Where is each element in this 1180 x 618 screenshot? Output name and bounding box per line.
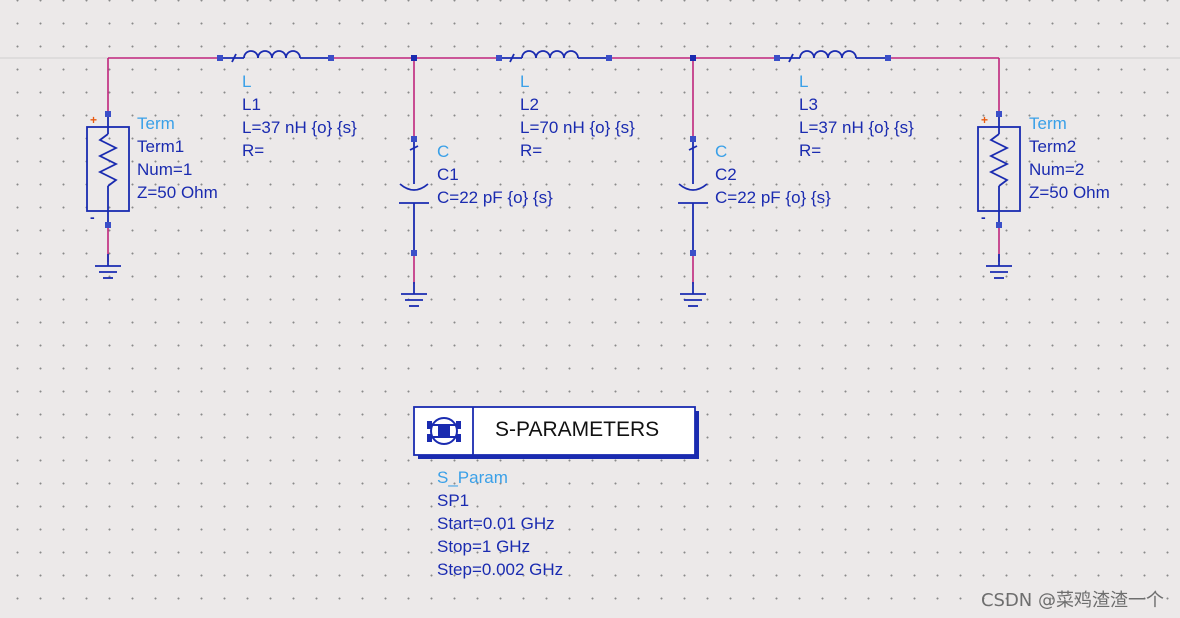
term2-num: Num=2 bbox=[1029, 160, 1084, 179]
watermark: CSDN @菜鸡渣渣一个 bbox=[980, 590, 1164, 611]
l1-resistance: R= bbox=[242, 141, 264, 160]
sparam-controller[interactable]: S-PARAMETERS bbox=[413, 406, 699, 459]
c2-type: C bbox=[715, 142, 727, 161]
l3-pin-right[interactable] bbox=[885, 55, 891, 61]
term2-name: Term2 bbox=[1029, 137, 1076, 156]
l1-pin-left[interactable] bbox=[217, 55, 223, 61]
term1-impedance: Z=50 Ohm bbox=[137, 183, 218, 202]
term1-minus: - bbox=[90, 209, 95, 225]
term2-minus: - bbox=[981, 209, 986, 225]
l2-symbol[interactable] bbox=[496, 50, 612, 63]
term2-impedance: Z=50 Ohm bbox=[1029, 183, 1110, 202]
junction-dots bbox=[411, 55, 696, 61]
l3-symbol[interactable] bbox=[774, 50, 891, 63]
term2-pin-top[interactable] bbox=[996, 111, 1002, 117]
term1-pin-bottom[interactable] bbox=[105, 222, 111, 228]
c2-value: C=22 pF {o} {s} bbox=[715, 188, 831, 207]
l2-resistance: R= bbox=[520, 141, 542, 160]
l3-name: L3 bbox=[799, 95, 818, 114]
ground-icon bbox=[95, 254, 121, 279]
l2-value: L=70 nH {o} {s} bbox=[520, 118, 635, 137]
l3-labels: L L3 L=37 nH {o} {s} R= bbox=[799, 72, 914, 160]
l2-type: L bbox=[520, 72, 529, 91]
c2-pin-bottom[interactable] bbox=[690, 250, 696, 256]
ground-icon bbox=[401, 282, 427, 307]
term2-pin-bottom[interactable] bbox=[996, 222, 1002, 228]
l3-value: L=37 nH {o} {s} bbox=[799, 118, 914, 137]
term2-plus: + bbox=[981, 113, 988, 127]
c1-type: C bbox=[437, 142, 449, 161]
term1-plus: + bbox=[90, 113, 97, 127]
term1-labels: Term Term1 Num=1 Z=50 Ohm bbox=[137, 114, 218, 202]
l2-pin-left[interactable] bbox=[496, 55, 502, 61]
l1-pin-right[interactable] bbox=[328, 55, 334, 61]
l2-labels: L L2 L=70 nH {o} {s} R= bbox=[520, 72, 635, 160]
l1-labels: L L1 L=37 nH {o} {s} R= bbox=[242, 72, 357, 160]
l3-type: L bbox=[799, 72, 808, 91]
sparam-stop: Stop=1 GHz bbox=[437, 537, 530, 556]
ground-icon bbox=[680, 282, 706, 307]
term2-type: Term bbox=[1029, 114, 1067, 133]
l3-pin-left[interactable] bbox=[774, 55, 780, 61]
c1-symbol[interactable] bbox=[399, 136, 429, 307]
term1-name: Term1 bbox=[137, 137, 184, 156]
c2-name: C2 bbox=[715, 165, 737, 184]
c1-pin-top[interactable] bbox=[411, 136, 417, 142]
l1-name: L1 bbox=[242, 95, 261, 114]
c2-symbol[interactable] bbox=[678, 136, 708, 307]
term2-symbol[interactable]: + - bbox=[977, 111, 1021, 279]
ground-icon bbox=[986, 254, 1012, 279]
c2-pin-top[interactable] bbox=[690, 136, 696, 142]
term2-labels: Term Term2 Num=2 Z=50 Ohm bbox=[1029, 114, 1110, 202]
sparam-name: SP1 bbox=[437, 491, 469, 510]
term1-symbol[interactable]: + - bbox=[86, 111, 130, 279]
c1-labels: C C1 C=22 pF {o} {s} bbox=[437, 142, 553, 207]
sparam-network-icon bbox=[427, 417, 461, 445]
sparam-box[interactable] bbox=[413, 406, 696, 456]
term1-pin-top[interactable] bbox=[105, 111, 111, 117]
sparam-start: Start=0.01 GHz bbox=[437, 514, 555, 533]
c2-labels: C C2 C=22 pF {o} {s} bbox=[715, 142, 831, 207]
c1-pin-bottom[interactable] bbox=[411, 250, 417, 256]
l1-type: L bbox=[242, 72, 251, 91]
sparam-step: Step=0.002 GHz bbox=[437, 560, 563, 579]
l2-pin-right[interactable] bbox=[606, 55, 612, 61]
sparam-labels: S_Param SP1 Start=0.01 GHz Stop=1 GHz St… bbox=[437, 468, 563, 579]
l1-symbol[interactable] bbox=[217, 50, 334, 63]
term1-num: Num=1 bbox=[137, 160, 192, 179]
c1-name: C1 bbox=[437, 165, 459, 184]
sparam-title: S-PARAMETERS bbox=[495, 418, 659, 441]
term1-type: Term bbox=[137, 114, 175, 133]
c1-value: C=22 pF {o} {s} bbox=[437, 188, 553, 207]
sparam-type: S_Param bbox=[437, 468, 508, 487]
l2-name: L2 bbox=[520, 95, 539, 114]
l3-resistance: R= bbox=[799, 141, 821, 160]
l1-value: L=37 nH {o} {s} bbox=[242, 118, 357, 137]
